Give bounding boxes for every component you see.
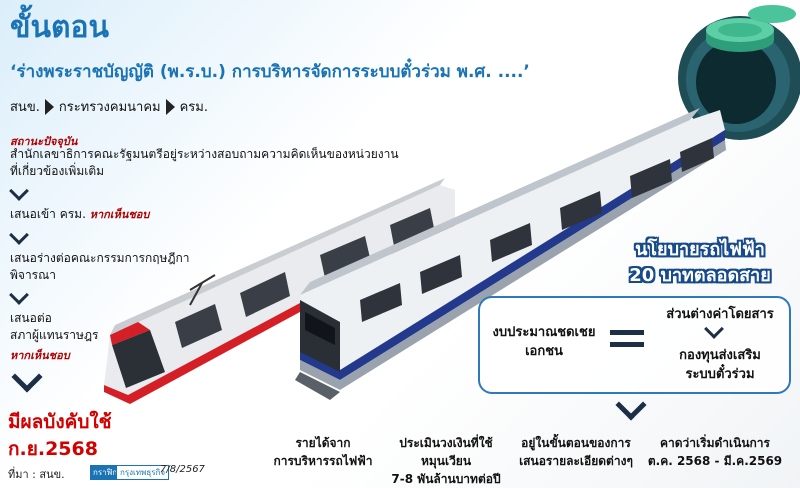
funding-right-bottom-line2: ระบบตั๋วร่วม [685,367,755,382]
subject-title: ‘ร่างพระราชบัญญัติ (พ.ร.บ.) การบริหารจัด… [10,62,530,82]
path-item-onep: สนข. [10,100,40,115]
info-revenue: รายได้จาก การบริหารรถไฟฟ้า [268,434,378,470]
step-house-line1: เสนอต่อ [10,311,52,325]
source-text: ที่มา : สนข. [8,468,65,481]
credit-date: 7/8/2567 [160,464,205,475]
coin-stack-icon [706,5,796,52]
funding-right-bottom: กองทุนส่งเสริม ระบบตั๋วร่วม [650,346,790,384]
path-arrow-icon [44,98,54,115]
page-title: ขั้นตอน [10,10,110,45]
funding-left: งบประมาณชดเชย เอกชน [488,323,600,361]
info-timeline-line2: ต.ค. 2568 - มี.ค.2569 [647,454,783,468]
info-process: อยู่ในขั้นตอนของการ เสนอรายละเอียดต่างๆ [516,434,636,470]
status-label: สถานะปัจจุบัน [10,135,78,148]
status-text-line1: สำนักเลขาธิการคณะรัฐมนตรีอยู่ระหว่างสอบถ… [10,147,399,161]
step-cabinet-text: เสนอเข้า ครม. [10,207,86,221]
info-timeline-line1: คาดว่าเริ่มดำเนินการ [660,436,770,450]
tunnel-illustration [678,16,800,140]
policy-title: นโยบายรถไฟฟ้า [635,239,765,260]
approval-path: สนข. กระทรวงคมนาคม ครม. [10,96,208,117]
policy-subtitle: 20 บาทตลอดสาย [629,265,771,286]
train-illustration [295,108,726,400]
step-council-line1: เสนอร่างต่อคณะกรรมการกฤษฎีกา [10,251,190,265]
info-revenue-line2: การบริหารรถไฟฟ้า [273,454,373,468]
funding-left-line2: เอกชน [525,344,563,359]
step-cabinet-note: หากเห็นชอบ [89,208,150,221]
funding-left-line1: งบประมาณชดเชย [492,325,596,340]
credit-brand: กรุงเทพธุรกิจ [116,465,170,480]
step-house-note: หากเห็นชอบ [10,349,70,362]
funding-right-top: ส่วนต่างค่าโดยสาร [666,307,774,322]
info-process-line1: อยู่ในขั้นตอนของการ [521,436,631,450]
step-council-line2: พิจารณา [10,268,56,282]
status-text-line2: ที่เกี่ยวข้องเพิ่มเติม [10,164,105,178]
path-item-cabinet: ครม. [179,100,208,115]
info-process-line2: เสนอรายละเอียดต่างๆ [519,454,633,468]
effective-date: ก.ย.2568 [8,438,98,460]
funding-right-bottom-line1: กองทุนส่งเสริม [679,348,761,363]
path-arrow-icon [165,98,175,115]
path-item-ministry: กระทรวงคมนาคม [58,100,161,115]
info-timeline: คาดว่าเริ่มดำเนินการ ต.ค. 2568 - มี.ค.25… [640,434,790,470]
step-cabinet: เสนอเข้า ครม. หากเห็นชอบ [10,206,149,223]
info-revenue-line1: รายได้จาก [295,436,351,450]
credit-badge: กราฟิก [90,465,121,480]
info-estimate-line2: 7-8 พันล้านบาทต่อปี [391,472,501,486]
step-house-line2: สภาผู้แทนราษฎร [10,328,99,342]
effective-label: มีผลบังคับใช้ [8,411,112,433]
info-estimate: ประเมินวงเงินที่ใช้หมุนเวียน 7-8 พันล้าน… [376,434,516,488]
tram-illustration [104,178,455,404]
equals-icon [610,326,646,350]
info-estimate-line1: ประเมินวงเงินที่ใช้หมุนเวียน [399,436,493,468]
